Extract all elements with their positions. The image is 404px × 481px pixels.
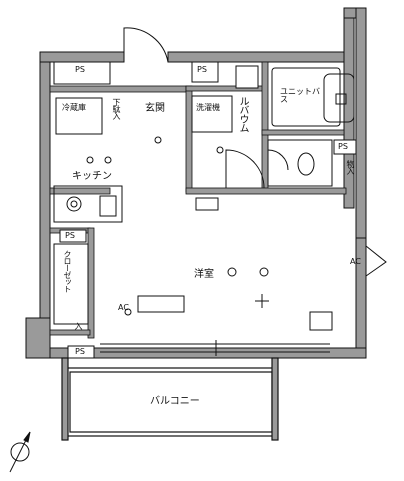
pipe-shaft-boxes <box>53 61 357 359</box>
ps-label-closet-top: PS <box>65 231 75 240</box>
outer-wall <box>25 7 367 359</box>
fridge-blocks <box>55 65 259 135</box>
room-label-unit-bath: ユニットバス <box>280 87 320 104</box>
storage-label-right: 物入 <box>346 160 355 174</box>
room-label-balcony: バルコニー <box>150 396 200 407</box>
north-arrow-icon <box>9 431 31 473</box>
appliance-label-ac-left: AC <box>118 303 129 312</box>
balcony-outline <box>61 357 279 441</box>
ps-label-top-left: PS <box>75 65 85 74</box>
room-label-closet: クローゼット <box>63 250 72 292</box>
laundry-door <box>225 149 265 189</box>
appliance-label-laundry: 洗濯機 <box>196 103 220 112</box>
closet <box>53 243 89 325</box>
kitchen-counter <box>53 185 123 223</box>
room-label-kitchen: キッチン <box>72 171 112 182</box>
appliance-label-fridge-left: 冷蔵庫 <box>62 103 86 112</box>
ps-label-bath: PS <box>338 142 348 151</box>
window-bottom <box>100 340 330 356</box>
side-door <box>365 245 387 277</box>
room-label-laundry: ルバウム <box>237 96 248 132</box>
appliance-label-aircon: AC <box>350 257 361 266</box>
entrance-door <box>123 27 169 63</box>
ps-label-top-center: PS <box>197 65 207 74</box>
room-label-entrance: 玄関 <box>145 103 165 114</box>
storage-label-shoe-box: 下駄入 <box>112 98 121 119</box>
toilet-room <box>267 139 333 187</box>
storage-label-small: 入 <box>74 322 83 329</box>
bathtub <box>271 67 355 127</box>
room-label-western-room: 洋室 <box>194 269 214 280</box>
ps-label-bottom-left: PS <box>75 347 85 356</box>
fixtures <box>86 136 333 331</box>
